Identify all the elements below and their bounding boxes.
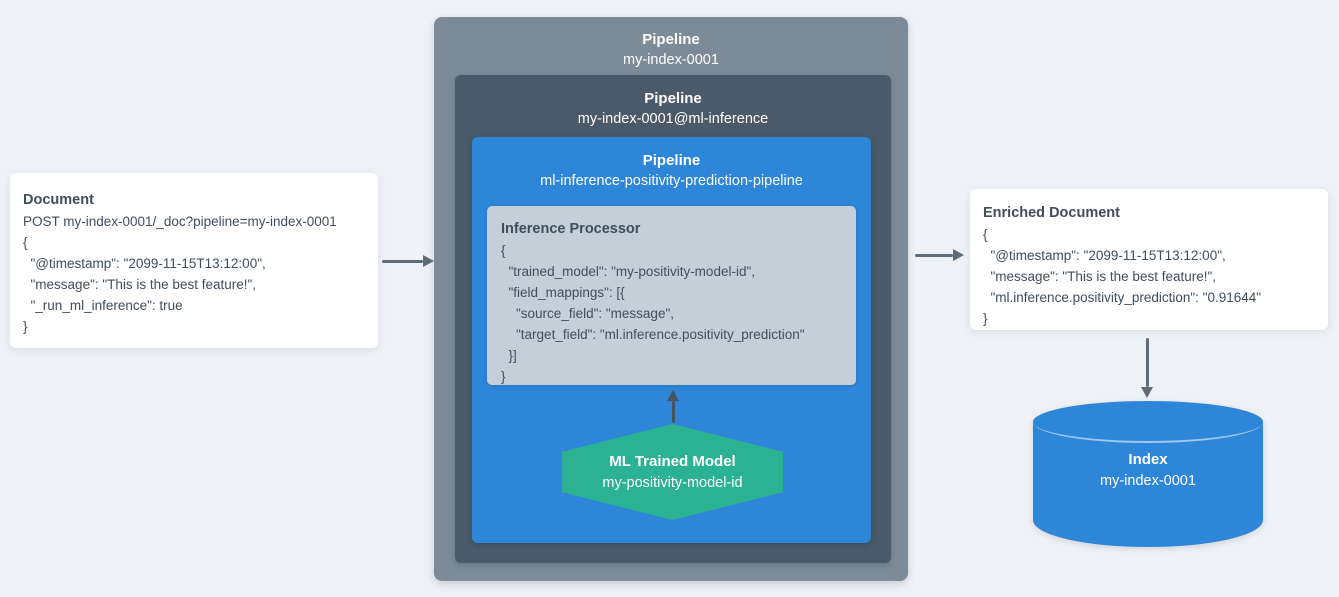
arrow-shaft	[671, 401, 675, 423]
code-line: {	[23, 235, 28, 250]
index-label: Index my-index-0001	[1033, 449, 1263, 492]
ml-trained-model-title: ML Trained Model	[609, 452, 736, 470]
arrow-shaft	[915, 253, 953, 257]
code-line: "target_field": "ml.inference.positivity…	[501, 327, 805, 342]
arrow-up-icon	[667, 390, 679, 423]
ml-trained-model-hexagon: ML Trained Model my-positivity-model-id	[562, 424, 783, 520]
code-line: "source_field": "message",	[501, 306, 674, 321]
arrow-head	[953, 249, 964, 261]
pipeline-prediction-name: ml-inference-positivity-prediction-pipel…	[540, 173, 803, 189]
ml-trained-model-name: my-positivity-model-id	[602, 474, 743, 491]
document-card: Document POST my-index-0001/_doc?pipelin…	[10, 173, 378, 348]
pipeline-outer-title: Pipeline	[642, 31, 700, 48]
index-title: Index	[1128, 451, 1168, 468]
code-line: "@timestamp": "2099-11-15T13:12:00",	[983, 248, 1226, 263]
code-line: "trained_model": "my-positivity-model-id…	[501, 264, 756, 279]
cylinder-top-ellipse	[1033, 401, 1263, 443]
code-line: "ml.inference.positivity_prediction": "0…	[983, 290, 1262, 305]
index-name: my-index-0001	[1100, 473, 1196, 489]
index-cylinder: Index my-index-0001	[1033, 401, 1263, 547]
code-line: "field_mappings": [{	[501, 285, 625, 300]
code-line: "_run_ml_inference": true	[23, 298, 183, 313]
arrow-head	[1141, 387, 1153, 398]
arrow-right-icon	[382, 255, 434, 267]
enriched-document-title: Enriched Document	[983, 205, 1120, 221]
code-line: "@timestamp": "2099-11-15T13:12:00",	[23, 256, 266, 271]
code-line: {	[983, 227, 988, 242]
inference-processor-title: Inference Processor	[501, 221, 641, 237]
code-line: {	[501, 243, 506, 258]
pipeline-ml-inference-title: Pipeline	[644, 90, 702, 107]
pipeline-outer-name: my-index-0001	[623, 52, 719, 68]
arrow-shaft	[382, 259, 423, 263]
enriched-document-card: Enriched Document { "@timestamp": "2099-…	[970, 189, 1328, 330]
code-line: }	[983, 311, 988, 326]
pipeline-prediction-title: Pipeline	[642, 152, 701, 169]
code-line: }]	[501, 348, 517, 363]
pipeline-prediction-box: Pipeline ml-inference-positivity-predict…	[472, 137, 871, 543]
code-line: }	[501, 369, 506, 384]
pipeline-ml-inference-box: Pipeline my-index-0001@ml-inference Pipe…	[455, 75, 891, 563]
code-line: "message": "This is the best feature!",	[983, 269, 1217, 284]
inference-processor-card: Inference Processor { "trained_model": "…	[487, 206, 856, 385]
pipeline-ml-inference-name: my-index-0001@ml-inference	[577, 111, 769, 127]
arrow-head	[423, 255, 434, 267]
arrow-down-icon	[1141, 338, 1153, 398]
pipeline-outer-box: Pipeline my-index-0001 Pipeline my-index…	[434, 17, 908, 581]
arrow-shaft	[1145, 338, 1149, 387]
arrow-head	[667, 390, 679, 401]
code-line: }	[23, 319, 28, 334]
code-line: POST my-index-0001/_doc?pipeline=my-inde…	[23, 214, 337, 229]
arrow-right-icon	[915, 249, 964, 261]
code-line: "message": "This is the best feature!",	[23, 277, 257, 292]
document-card-title: Document	[23, 192, 94, 208]
